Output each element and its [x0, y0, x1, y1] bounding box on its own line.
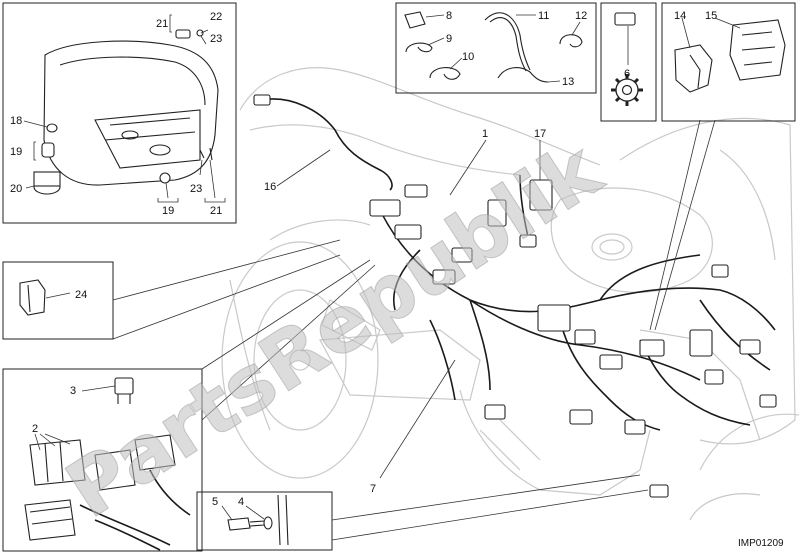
- drawing-code: IMP01209: [738, 538, 784, 549]
- connector-block: [624, 419, 646, 435]
- callout-17: 17: [534, 128, 546, 140]
- connector-block: [394, 224, 422, 240]
- callout-2: 2: [32, 423, 38, 435]
- detail-box-rear-subframe: [2, 2, 237, 224]
- callout-8: 8: [446, 10, 452, 22]
- detail-box-clips: [395, 2, 597, 94]
- connector-block: [759, 394, 777, 408]
- callout-15: 15: [705, 10, 717, 22]
- callout-19: 19: [10, 146, 22, 158]
- ecu-connector: [537, 304, 571, 332]
- connector-block: [569, 409, 593, 425]
- callout-23: 23: [210, 33, 222, 45]
- callout-19: 19: [162, 205, 174, 217]
- callout-13: 13: [562, 76, 574, 88]
- connector-block: [704, 369, 724, 385]
- detail-box-part-24: [2, 261, 114, 340]
- connector-block: [574, 329, 596, 345]
- detail-box-screw-washer: [196, 491, 333, 551]
- connector-block: [599, 354, 623, 370]
- main-wiring-harness: [369, 174, 777, 498]
- connector-block: [487, 199, 507, 227]
- connector-block: [639, 339, 665, 357]
- connector-block: [404, 184, 428, 198]
- connector-block: [484, 404, 506, 420]
- callout-22: 22: [210, 11, 222, 23]
- callout-16: 16: [264, 181, 276, 193]
- callout-labels: 1 2 3 4 5 6 7 8 9 10 11 12 13 14 15 16 1…: [10, 10, 717, 508]
- callout-5: 5: [212, 496, 218, 508]
- callout-3: 3: [70, 385, 76, 397]
- connector-block: [519, 234, 537, 248]
- gear-icon: [611, 74, 643, 106]
- grommet: [46, 123, 58, 133]
- connector-block: [369, 199, 401, 217]
- callout-6: 6: [624, 68, 630, 80]
- connector-block: [529, 179, 553, 211]
- callout-10: 10: [462, 51, 474, 63]
- callout-24: 24: [75, 289, 87, 301]
- callout-11: 11: [538, 10, 549, 22]
- connector-block: [739, 339, 761, 355]
- callout-7: 7: [370, 483, 376, 495]
- callout-9: 9: [446, 33, 452, 45]
- connector-block: [689, 329, 713, 357]
- callout-4: 4: [238, 496, 244, 508]
- callout-18: 18: [10, 115, 22, 127]
- callout-23: 23: [190, 183, 202, 195]
- callout-14: 14: [674, 10, 686, 22]
- part-16-cable: [253, 94, 393, 191]
- detail-box-fuses-relays: [2, 368, 203, 552]
- connector-block: [649, 484, 669, 498]
- leader-lines: [112, 119, 716, 541]
- callout-21: 21: [156, 18, 168, 30]
- motorcycle-silhouette: [221, 67, 799, 521]
- connector-block: [451, 247, 473, 263]
- callout-12: 12: [575, 10, 587, 22]
- connector-block: [711, 264, 729, 278]
- detail-box-parts-14-15: [661, 2, 796, 122]
- callout-21: 21: [210, 205, 222, 217]
- callout-20: 20: [10, 183, 22, 195]
- detail-box-part-6: [600, 2, 657, 122]
- connector-block: [432, 269, 456, 285]
- callout-1: 1: [482, 128, 488, 140]
